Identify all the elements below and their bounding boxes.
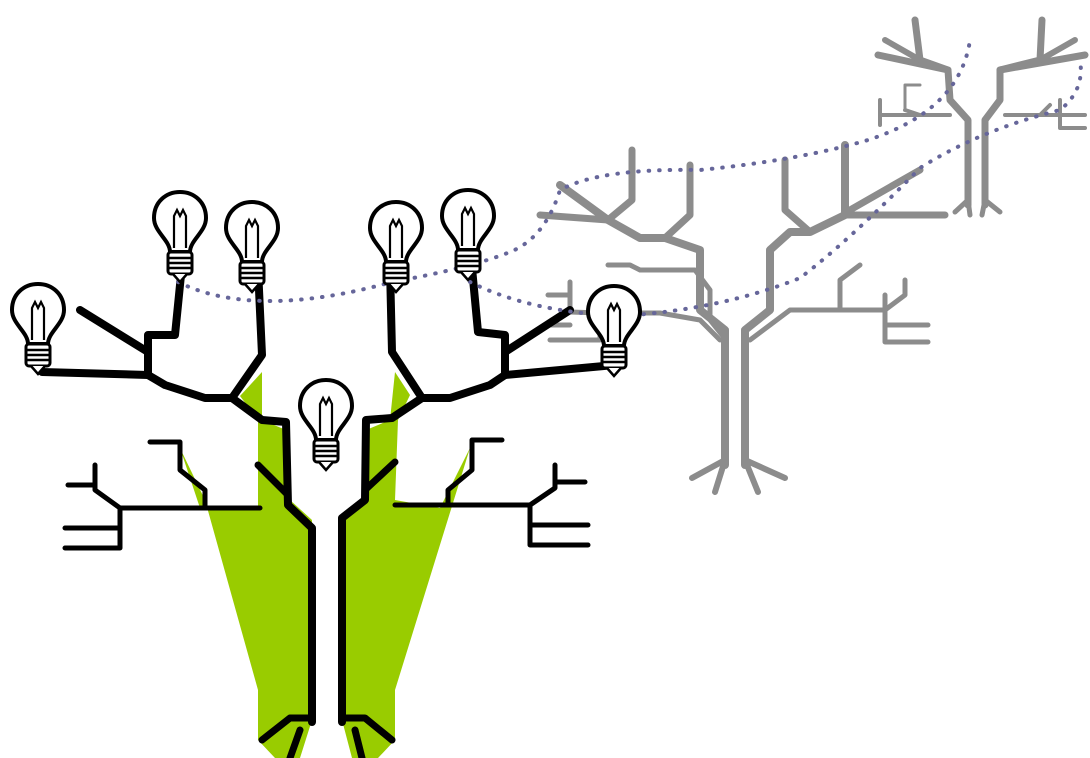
lightbulb-icon (440, 188, 496, 282)
front-tree-highlight (180, 372, 470, 758)
lightbulb-icon (298, 378, 354, 472)
lightbulb-icon (10, 282, 66, 376)
lightbulb-icon (152, 190, 208, 284)
front-tree (38, 261, 619, 758)
lightbulb-icon (586, 284, 642, 378)
lightbulb-icon (224, 200, 280, 294)
back-tree (874, 16, 1089, 218)
